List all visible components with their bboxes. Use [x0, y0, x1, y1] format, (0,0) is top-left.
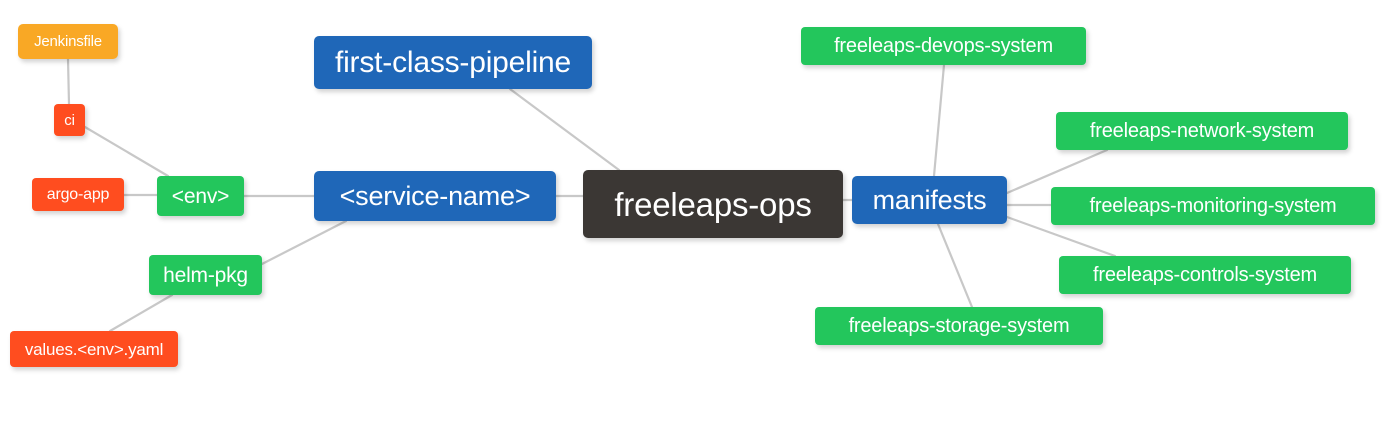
edge-jenkinsfile-to-ci: [66, 57, 71, 106]
node-freeleaps-ops[interactable]: freeleaps-ops: [583, 170, 843, 238]
node-freeleaps-monitoring-system[interactable]: freeleaps-monitoring-system: [1051, 187, 1375, 225]
node-label-values-yaml: values.<env>.yaml: [24, 339, 164, 359]
edge-ci-to-env: [83, 125, 170, 178]
node-label-env: <env>: [171, 184, 230, 208]
node-label-freeleaps-network-system: freeleaps-network-system: [1089, 120, 1315, 142]
node-label-freeleaps-ops: freeleaps-ops: [614, 185, 812, 223]
node-env[interactable]: <env>: [157, 176, 244, 216]
node-label-freeleaps-monitoring-system: freeleaps-monitoring-system: [1089, 195, 1337, 217]
node-manifests[interactable]: manifests: [852, 176, 1007, 224]
node-values-yaml[interactable]: values.<env>.yaml: [10, 331, 178, 367]
edge-helm-pkg-to-service-name: [260, 219, 348, 266]
node-label-argo-app: argo-app: [46, 185, 110, 203]
node-freeleaps-controls-system[interactable]: freeleaps-controls-system: [1059, 256, 1351, 294]
edge-manifests-to-freeleaps-devops-system: [932, 63, 946, 178]
edge-manifests-to-freeleaps-controls-system: [1005, 215, 1117, 258]
node-label-manifests: manifests: [872, 184, 987, 215]
node-ci[interactable]: ci: [54, 104, 85, 136]
edge-first-class-pipeline-to-freeleaps-ops: [508, 87, 621, 172]
node-jenkinsfile[interactable]: Jenkinsfile: [18, 24, 118, 59]
node-label-ci: ci: [64, 111, 75, 129]
node-helm-pkg[interactable]: helm-pkg: [149, 255, 262, 295]
node-label-first-class-pipeline: first-class-pipeline: [334, 45, 572, 79]
node-argo-app[interactable]: argo-app: [32, 178, 124, 211]
node-freeleaps-devops-system[interactable]: freeleaps-devops-system: [801, 27, 1086, 65]
node-label-service-name: <service-name>: [339, 180, 531, 211]
edge-values-yaml-to-helm-pkg: [108, 293, 174, 333]
edge-manifests-to-freeleaps-storage-system: [936, 222, 974, 309]
node-freeleaps-network-system[interactable]: freeleaps-network-system: [1056, 112, 1348, 150]
node-label-jenkinsfile: Jenkinsfile: [34, 33, 102, 50]
edge-manifests-to-freeleaps-network-system: [1005, 148, 1109, 195]
node-first-class-pipeline[interactable]: first-class-pipeline: [314, 36, 592, 89]
node-label-freeleaps-storage-system: freeleaps-storage-system: [848, 315, 1070, 337]
node-label-freeleaps-controls-system: freeleaps-controls-system: [1093, 264, 1317, 286]
node-service-name[interactable]: <service-name>: [314, 171, 556, 221]
node-freeleaps-storage-system[interactable]: freeleaps-storage-system: [815, 307, 1103, 345]
node-label-freeleaps-devops-system: freeleaps-devops-system: [834, 35, 1053, 57]
node-label-helm-pkg: helm-pkg: [163, 263, 248, 287]
